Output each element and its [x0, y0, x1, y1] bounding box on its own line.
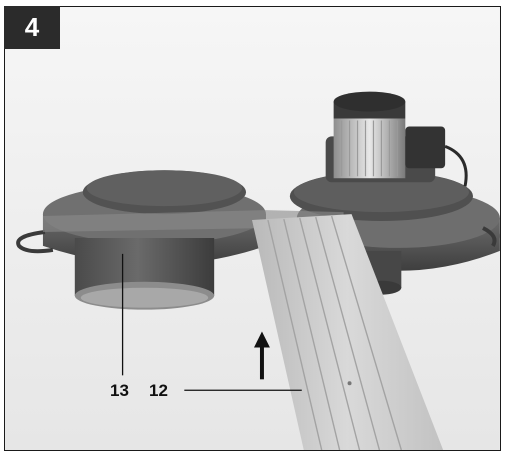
motor-unit — [325, 91, 468, 187]
up-arrow-icon — [253, 331, 270, 380]
callout-label-12: 12 — [149, 381, 168, 400]
chute — [252, 214, 444, 450]
left-handle — [16, 230, 54, 254]
right-handle — [482, 226, 497, 247]
figure-number-badge: 4 — [4, 6, 60, 49]
callout-label-13: 13 — [110, 381, 129, 400]
power-cable — [444, 144, 468, 187]
switch-box — [405, 126, 446, 169]
figure-frame — [4, 6, 501, 451]
dust-extractor-illustration — [5, 7, 500, 450]
